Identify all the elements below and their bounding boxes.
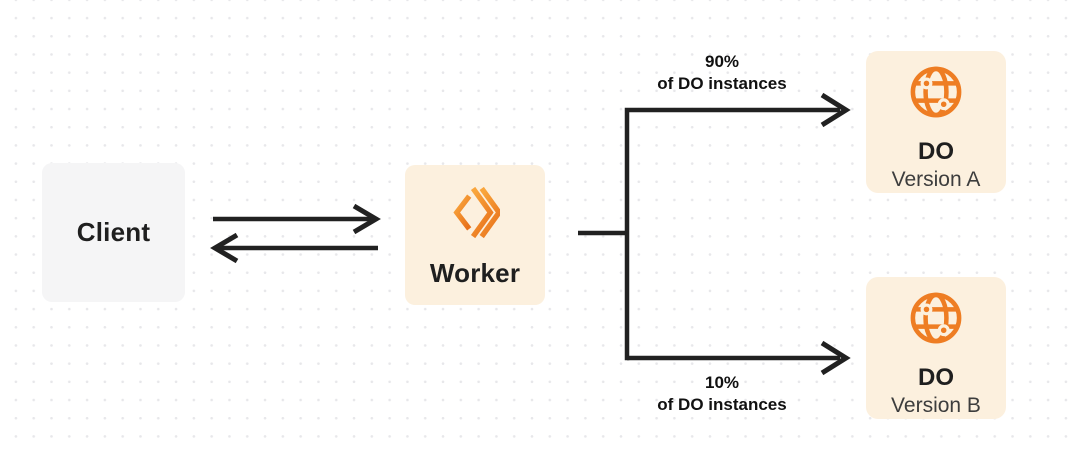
edge-label-10-percent-caption: of DO instances [657,395,787,414]
workers-logo-icon [450,184,503,241]
do-a-title: DO [918,138,954,165]
client-label: Client [76,217,151,247]
arrow-client-to-worker-head [352,203,381,235]
edge-label-10-percent-value: 10% [704,373,740,392]
arrow-branch-to-do-a-head [820,92,851,128]
globe-icon [907,63,965,121]
arrow-branch-to-do-a [624,107,840,361]
edge-label-10-percent: 10% of DO instances [612,372,832,416]
do-b-title: DO [918,364,954,391]
node-do-version-a: DO Version A [866,51,1006,193]
arrow-branch-to-do-b-head [820,340,851,376]
do-b-subtitle: Version B [891,394,981,417]
do-a-subtitle: Version A [891,168,981,191]
worker-label: Worker [429,258,521,288]
edge-label-90-percent-value: 90% [704,52,740,71]
node-do-version-b: DO Version B [866,277,1006,419]
edge-label-90-percent-caption: of DO instances [657,74,787,93]
globe-icon [907,289,965,347]
arrow-worker-to-client-head [210,232,239,264]
node-worker: Worker [405,165,545,305]
edge-label-90-percent: 90% of DO instances [612,51,832,95]
node-client: Client [42,163,185,302]
